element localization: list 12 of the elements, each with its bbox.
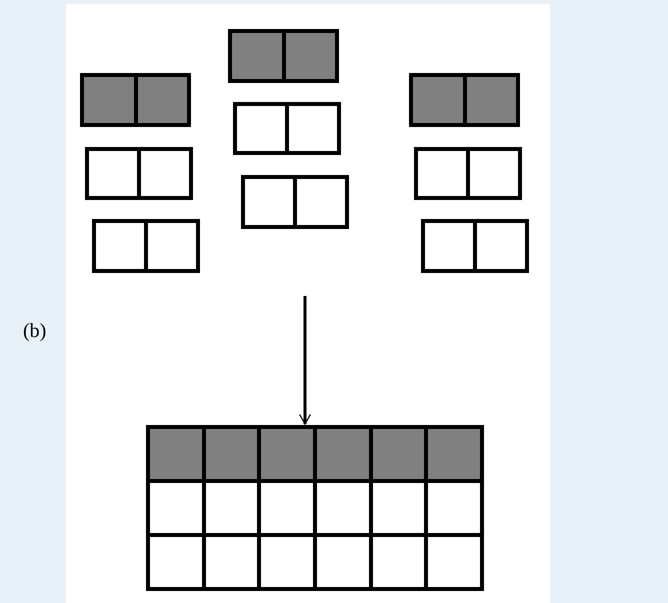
split-box	[241, 175, 349, 229]
arrow	[299, 296, 311, 425]
grid-table	[146, 425, 484, 591]
split-box	[414, 147, 522, 200]
split-box	[233, 102, 341, 155]
split-box	[228, 29, 339, 83]
split-box	[421, 219, 529, 273]
panel-label: (b)	[23, 319, 46, 344]
split-box	[85, 147, 193, 200]
split-box	[80, 73, 191, 127]
split-box	[92, 219, 200, 273]
split-box	[409, 73, 520, 127]
